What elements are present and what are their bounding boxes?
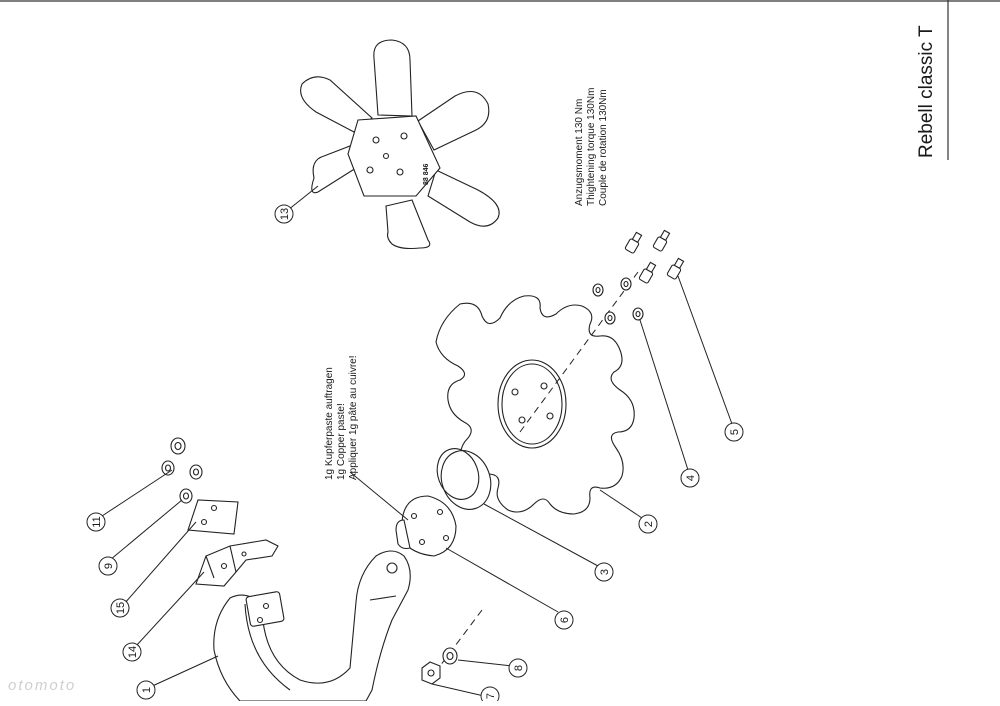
svg-text:1g Kupferpaste auftragen: 1g Kupferpaste auftragen	[324, 367, 335, 480]
svg-text:Thightening torque 130Nm: Thightening torque 130Nm	[586, 88, 597, 206]
callout-6: 6	[554, 610, 574, 630]
svg-text:6: 6	[559, 617, 571, 623]
u-bracket-part	[195, 539, 279, 587]
svg-text:4: 4	[685, 475, 697, 481]
svg-text:1g Copper paste!: 1g Copper paste!	[336, 403, 347, 480]
callout-4: 4	[680, 468, 700, 488]
callout-15: 15	[110, 598, 130, 618]
nut-washer-set-bottom	[421, 647, 458, 685]
callout-14: 14	[122, 642, 142, 662]
svg-text:5: 5	[729, 429, 741, 435]
svg-text:13: 13	[279, 208, 291, 220]
nut-washer-set-left	[161, 437, 203, 504]
callout-5: 5	[724, 422, 744, 442]
svg-text:8: 8	[513, 665, 525, 671]
callout-7: 7	[480, 686, 500, 706]
callout-11: 11	[86, 512, 106, 532]
callout-8: 8	[508, 658, 528, 678]
notched-disc-part	[435, 295, 635, 515]
washer-set	[592, 277, 644, 325]
callout-2: 2	[638, 514, 658, 534]
svg-text:14: 14	[127, 646, 139, 658]
callout-9: 9	[98, 556, 118, 576]
part-marking: 88 846	[423, 163, 430, 185]
callout-1: 1	[136, 680, 156, 700]
copper-paste-note: 1g Kupferpaste auftragen 1g Copper paste…	[324, 355, 359, 480]
curved-arm-part	[213, 550, 411, 702]
svg-text:7: 7	[485, 693, 497, 699]
svg-text:Appliquer 1g pâte au cuivre!: Appliquer 1g pâte au cuivre!	[348, 355, 359, 480]
drawing-title: Rebell classic T	[916, 25, 937, 158]
svg-text:3: 3	[599, 569, 611, 575]
assembly-axis-disc	[519, 271, 639, 433]
svg-text:Couple de rotation 130Nm: Couple de rotation 130Nm	[598, 89, 609, 206]
svg-text:2: 2	[643, 521, 655, 527]
bearing-hub-part	[395, 495, 457, 557]
star-scraper-part: 88 846	[300, 39, 500, 250]
svg-text:9: 9	[103, 563, 115, 569]
leader-lines	[101, 185, 733, 697]
mounting-plate-part	[187, 499, 239, 535]
svg-text:11: 11	[91, 516, 103, 527]
svg-text:1: 1	[141, 687, 153, 693]
hub-cap-part	[436, 448, 492, 510]
svg-text:Anzugsmoment 130 Nm: Anzugsmoment 130 Nm	[574, 99, 585, 206]
watermark: otomoto	[8, 677, 76, 694]
bolt-set	[624, 229, 685, 284]
torque-note: Anzugsmoment 130 Nm Thightening torque 1…	[574, 88, 609, 206]
svg-text:15: 15	[115, 602, 127, 614]
callout-3: 3	[594, 562, 614, 582]
callout-13: 13	[274, 204, 294, 224]
